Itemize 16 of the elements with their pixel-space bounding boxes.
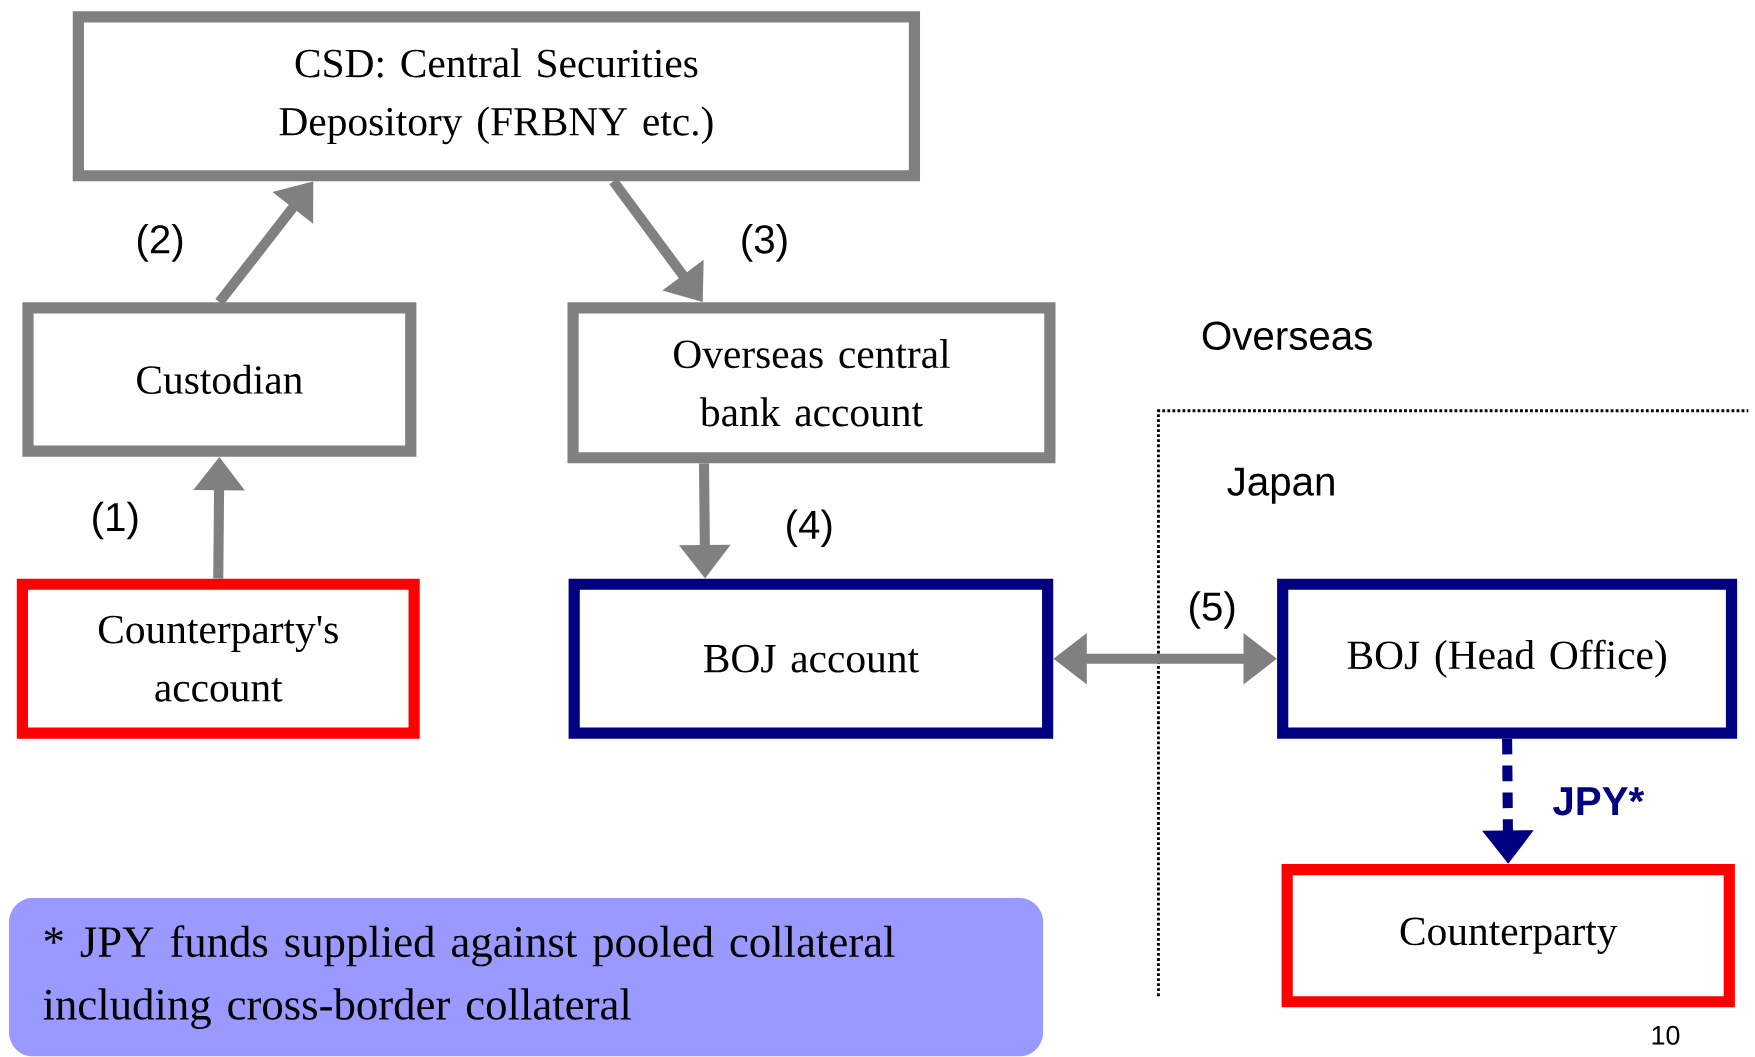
account-box: BOJ account bbox=[568, 578, 1054, 739]
edge-label: (3) bbox=[737, 222, 792, 265]
region-label: Overseas bbox=[1202, 321, 1372, 351]
account-box: Counterparty's account bbox=[16, 578, 420, 739]
note-box: * JPY funds supplied against pooled collateral including cross-border collateral bbox=[8, 897, 1044, 1057]
edge-label: (4) bbox=[782, 507, 837, 550]
account-box: BOJ (Head Office) bbox=[1277, 578, 1738, 739]
edge-label: (1) bbox=[88, 499, 143, 542]
account-box: CSD: Central Securities Depository (FRBNY etc.) bbox=[72, 11, 921, 182]
account-box: Custodian bbox=[22, 302, 417, 457]
region-label: Japan bbox=[1227, 467, 1334, 504]
account-box: Overseas central bank account bbox=[567, 302, 1056, 464]
account-box: Counterparty bbox=[1281, 864, 1735, 1008]
edge-label: (5) bbox=[1185, 589, 1240, 632]
edge-label: JPY* bbox=[1550, 785, 1647, 818]
edge-label: (2) bbox=[133, 222, 187, 265]
